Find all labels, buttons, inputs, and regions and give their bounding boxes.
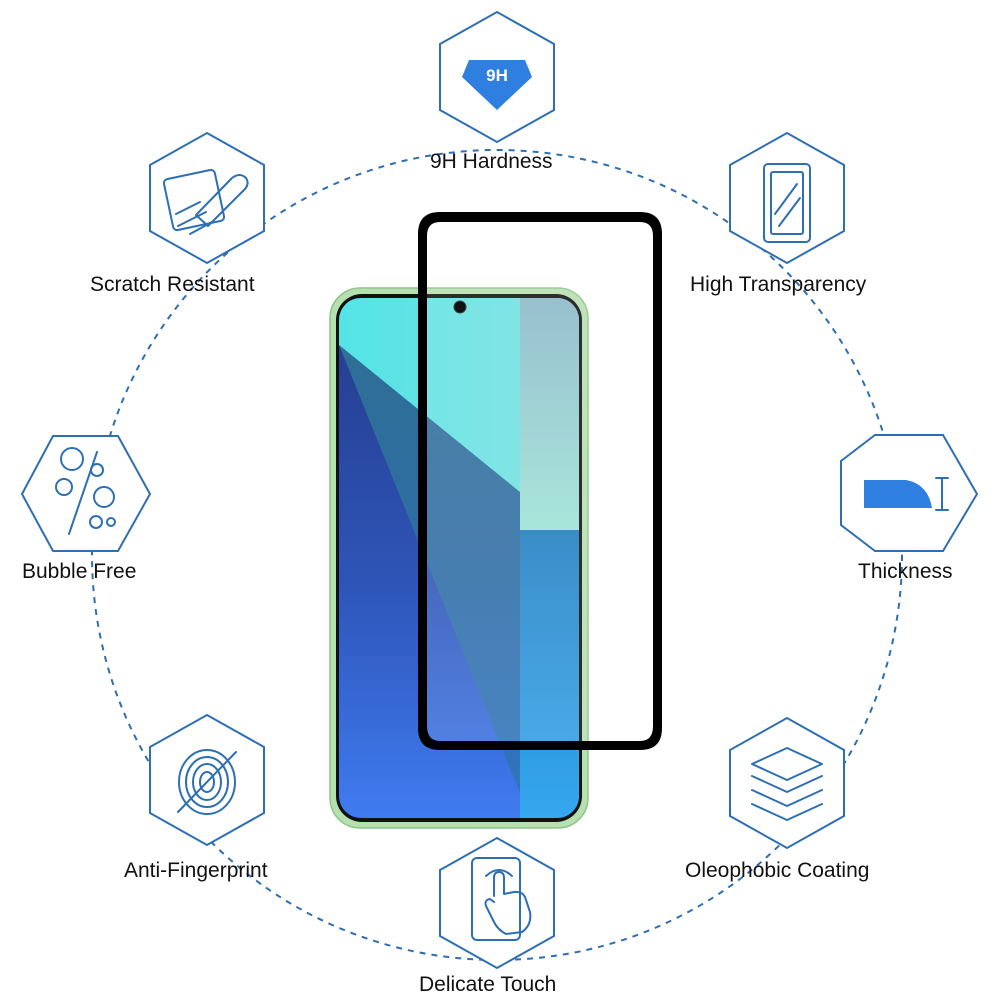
hex-touch [439,836,555,970]
label-bubble: Bubble Free [22,560,137,583]
glass-protector [418,212,662,750]
bubbles-icon [55,447,116,535]
label-touch: Delicate Touch [419,973,557,996]
label-thickness: Thickness [858,560,953,583]
hex-oleophobic [729,716,845,850]
no-fingerprint-icon [177,749,237,815]
label-fingerprint: Anti-Fingerprint [124,859,268,882]
touch-hand-icon [471,857,532,941]
label-oleophobic: Oleophobic Coating [685,859,870,882]
dashed-ring [91,149,903,961]
camera-cutout [453,300,467,314]
scratch-knife-icon [162,168,249,235]
glass-pane-icon [763,163,811,243]
diamond-9h-icon: 9H [462,60,532,110]
label-scratch: Scratch Resistant [90,273,255,296]
label-transparency: High Transparency [690,273,867,296]
layers-icon [751,747,823,821]
phone-screen [339,298,579,818]
hex-fingerprint [149,713,265,847]
svg-text:9H: 9H [486,66,508,85]
curved-edge-thickness-icon [864,477,949,511]
phone [329,287,589,829]
hex-bubble [20,435,152,552]
protector-clear-area [420,216,660,748]
label-hardness: 9H Hardness [430,150,553,173]
